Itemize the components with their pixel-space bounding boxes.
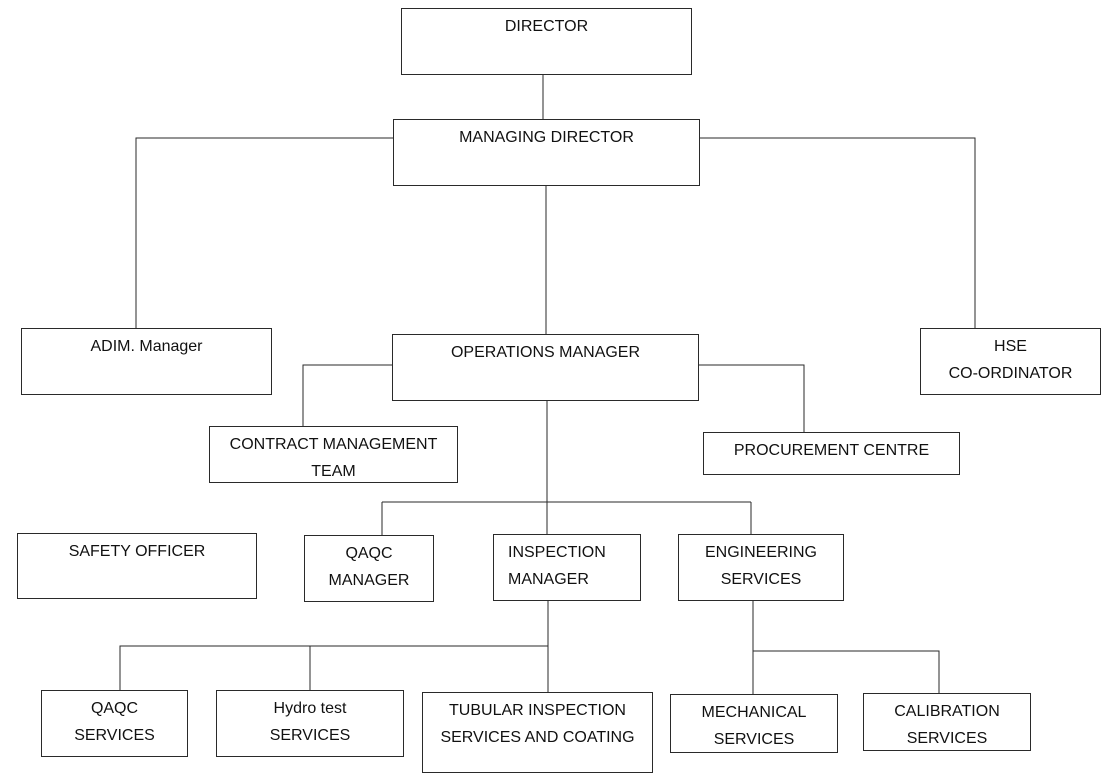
- node-hydro-test-services: Hydro test SERVICES: [216, 690, 404, 757]
- connector-md-adim: [135, 137, 393, 328]
- connector-ops-contract: [302, 364, 392, 426]
- node-label: CONTRACT MANAGEMENT: [229, 436, 438, 453]
- node-label: TUBULAR INSPECTION: [449, 702, 626, 719]
- node-label: OPERATIONS MANAGER: [450, 344, 641, 361]
- node-label: DIRECTOR: [504, 18, 589, 35]
- node-label: SERVICES AND COATING: [440, 729, 635, 746]
- node-tubular-inspection: TUBULAR INSPECTION SERVICES AND COATING: [422, 692, 653, 773]
- node-label: CO-ORDINATOR: [948, 365, 1073, 382]
- node-safety-officer: SAFETY OFFICER: [17, 533, 257, 599]
- connector-calibration: [753, 650, 940, 693]
- node-label: MECHANICAL: [701, 704, 807, 721]
- node-contract-management-team: CONTRACT MANAGEMENT TEAM: [209, 426, 458, 483]
- node-label: SERVICES: [720, 571, 802, 588]
- node-label: MANAGER: [508, 571, 589, 588]
- node-operations-manager: OPERATIONS MANAGER: [392, 334, 699, 401]
- node-label: SERVICES: [74, 727, 155, 744]
- node-hse-coordinator: HSE CO-ORDINATOR: [920, 328, 1101, 395]
- node-procurement-centre: PROCUREMENT CENTRE: [703, 432, 960, 475]
- node-label: QAQC: [345, 545, 393, 562]
- node-managing-director: MANAGING DIRECTOR: [393, 119, 700, 186]
- node-label: SERVICES: [269, 727, 351, 744]
- node-qaqc-services: QAQC SERVICES: [41, 690, 188, 757]
- node-label: TEAM: [311, 463, 356, 480]
- node-label: CALIBRATION: [894, 703, 1000, 720]
- node-engineering-services: ENGINEERING SERVICES: [678, 534, 844, 601]
- connector-qaqc-services: [119, 645, 548, 690]
- node-label: MANAGING DIRECTOR: [459, 129, 634, 146]
- node-label: ENGINEERING: [704, 544, 817, 561]
- node-label: PROCUREMENT CENTRE: [733, 442, 930, 459]
- node-label: INSPECTION: [508, 544, 606, 561]
- node-mechanical-services: MECHANICAL SERVICES: [670, 694, 838, 753]
- node-label: ADIM. Manager: [90, 338, 203, 355]
- node-label: QAQC: [90, 700, 139, 717]
- node-label: SERVICES: [906, 730, 988, 747]
- node-label: MANAGER: [328, 572, 410, 589]
- connector-ops-procurement: [698, 364, 805, 432]
- node-adim-manager: ADIM. Manager: [21, 328, 272, 395]
- node-label: SAFETY OFFICER: [68, 543, 206, 560]
- node-label: HSE: [994, 338, 1027, 355]
- node-qaqc-manager: QAQC MANAGER: [304, 535, 434, 602]
- node-inspection-manager: INSPECTION MANAGER: [493, 534, 641, 601]
- node-director: DIRECTOR: [401, 8, 692, 75]
- node-calibration-services: CALIBRATION SERVICES: [863, 693, 1031, 751]
- node-label: Hydro test: [273, 700, 347, 717]
- node-label: SERVICES: [713, 731, 795, 748]
- connector-md-hse: [699, 137, 976, 328]
